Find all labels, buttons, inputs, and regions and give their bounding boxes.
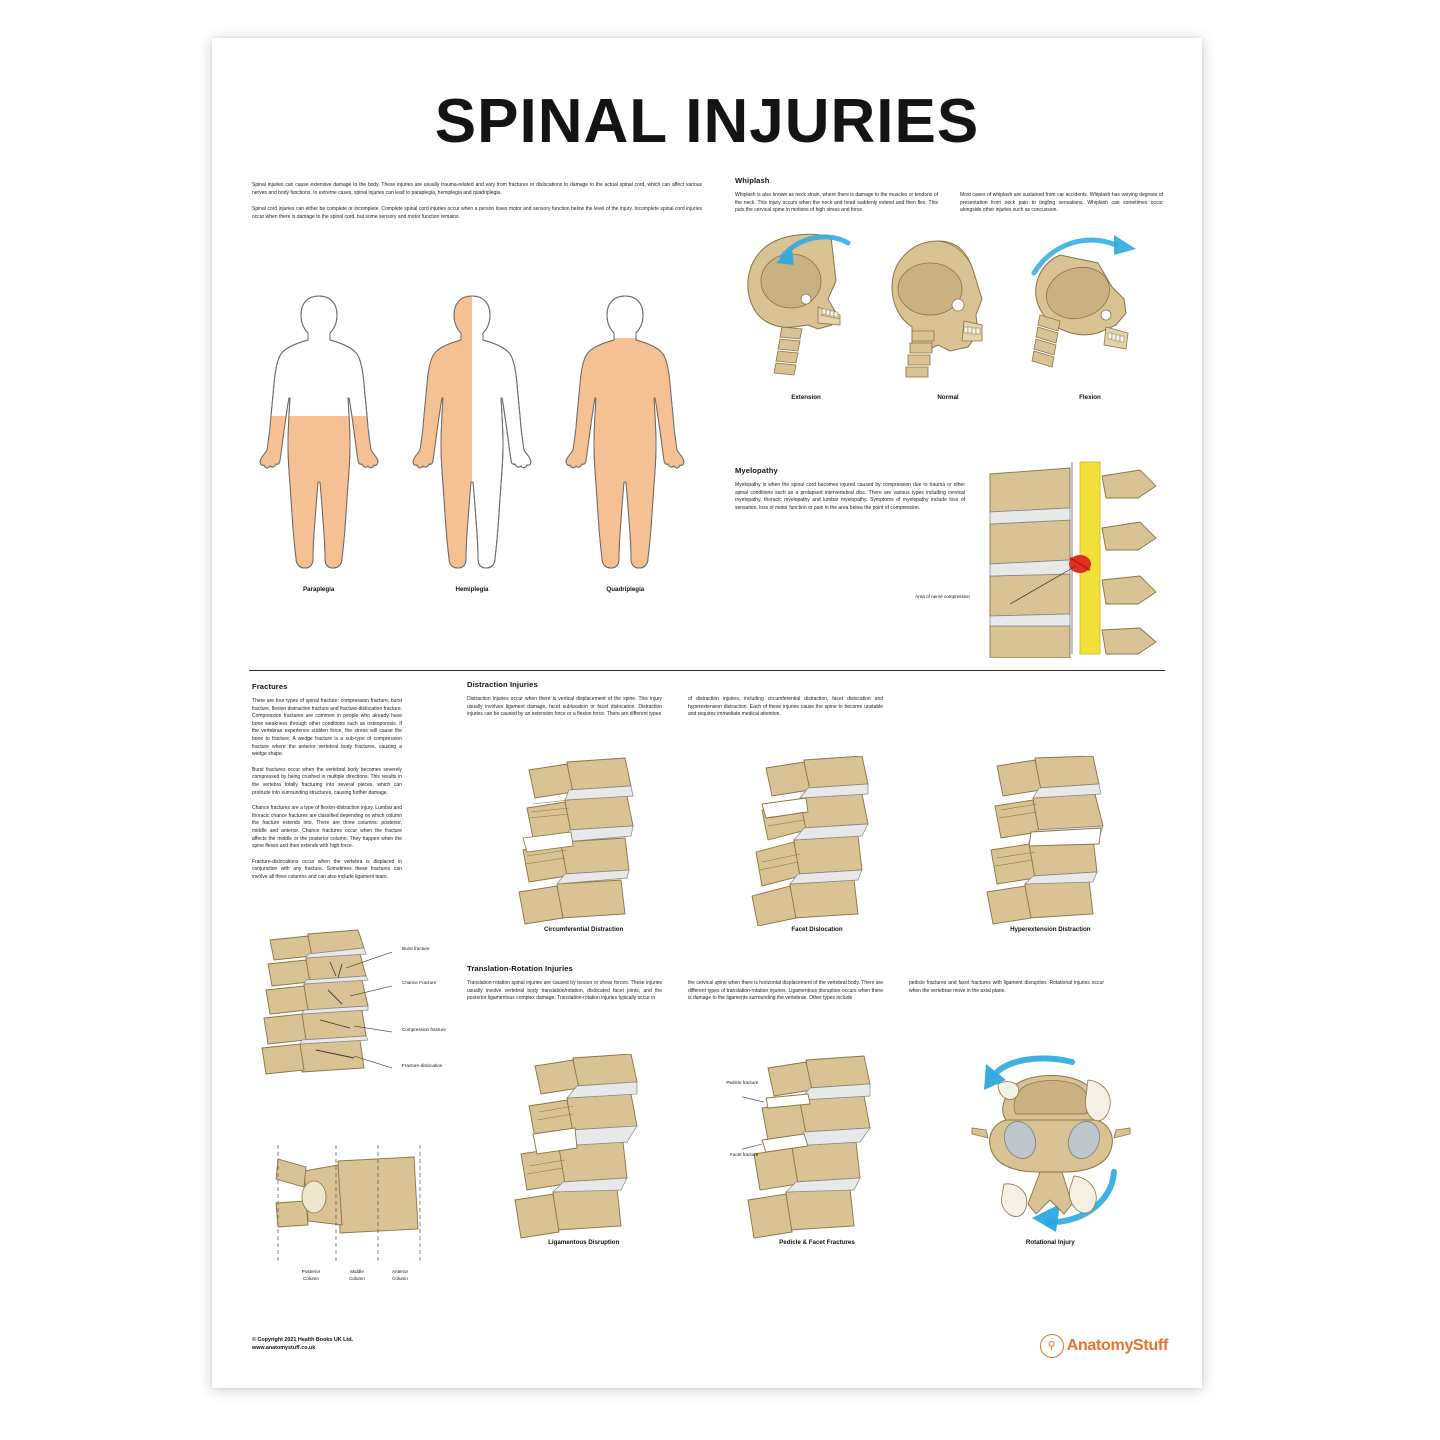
pedicle-fracture-callout: Pedicle fracture xyxy=(726,1080,759,1085)
fractures-heading: Fractures xyxy=(252,682,288,691)
logo-text: AnatomyStuff xyxy=(1066,1337,1169,1354)
body-figure-label: Paraplegia xyxy=(303,586,335,593)
fracture-leader-label: Fracture-dislocation xyxy=(402,1063,443,1068)
distraction-figure-label: Circumferential Distraction xyxy=(543,926,624,933)
cervical-spine-compression-diagram xyxy=(972,458,1172,659)
distraction-injuries-section: Distraction Injuries Distraction injurie… xyxy=(467,680,1167,719)
myelopathy-callout-label: Area of nerve compression xyxy=(915,594,970,599)
skull-extension-diagram xyxy=(747,233,851,376)
body-figure-label: Quadriplegia xyxy=(606,586,645,593)
fracture-leader-label: Chance Fracture xyxy=(402,980,437,985)
translation-text-col1: Translation-rotation spinal injuries are… xyxy=(467,980,662,1002)
distraction-heading: Distraction Injuries xyxy=(467,680,538,689)
body-figure-label: Hemiplegia xyxy=(455,586,489,593)
intro-paragraph-1: Spinal injuries can cause extensive dama… xyxy=(252,182,702,196)
fracture-leader-label: Compression fracture xyxy=(402,1027,446,1032)
translation-text-col3: pedicle fractures and facet fractures wi… xyxy=(909,980,1104,994)
skull-normal-diagram xyxy=(891,240,983,378)
ligamentous-disruption-diagram xyxy=(514,1054,638,1239)
translation-text-col2: the cervical spine when there is horizon… xyxy=(688,980,883,1002)
translation-figure-pedicle-facet: Pedicle fracture Facet fracture Pedicle … xyxy=(700,1054,933,1246)
distraction-figures-row: Circumferential Distraction xyxy=(467,756,1167,933)
body-figure-hemiplegia: Hemiplegia xyxy=(395,288,548,593)
page-title: SPINAL INJURIES xyxy=(434,87,980,156)
copyright-line-2[interactable]: www.anatomystuff.co.uk xyxy=(252,1345,316,1351)
myelopathy-section: Myelopathy Myelopathy is when the spinal… xyxy=(735,466,965,512)
whiplash-figure-label: Extension xyxy=(791,393,821,401)
whiplash-text-col2: Most cases of whiplash are sustained fro… xyxy=(960,192,1163,214)
fractures-paragraph-1: There are four types of spinal fracture:… xyxy=(252,698,402,758)
fracture-spine-diagram-wrap: Burst fracture Chance Fracture Compressi… xyxy=(250,928,465,1118)
lateral-spine-fracture-diagram xyxy=(261,929,393,1075)
fracture-leader-label: Burst fracture xyxy=(402,946,430,951)
anatomystuff-logo[interactable]: ⚲ AnatomyStuff xyxy=(1039,1334,1169,1358)
fractures-paragraph-3: Chance fractures are a type of flexion-d… xyxy=(252,805,402,850)
distraction-figure-label: Facet Dislocation xyxy=(791,926,843,933)
fractures-paragraph-2: Burst fractures occur when the vertebral… xyxy=(252,766,402,796)
column-label-posterior: Posterior Column xyxy=(301,1269,321,1281)
fractures-section: Fractures There are four types of spinal… xyxy=(252,682,402,889)
distraction-figure-facet: Facet Dislocation xyxy=(700,756,933,933)
three-column-diagram-wrap: Posterior Column Middle Column Anterior … xyxy=(260,1143,460,1293)
distraction-figure-hyperextension: Hyperextension Distraction xyxy=(934,756,1167,933)
body-figures-group: Paraplegia Hemiplegia Quadriplegia xyxy=(242,288,702,593)
distraction-text-col1: Distraction injuries occur when there is… xyxy=(467,696,662,718)
translation-figure-ligamentous: Ligamentous Disruption xyxy=(467,1054,700,1246)
logo-mark-icon: ⚲ xyxy=(1039,1334,1064,1358)
paraplegia-diagram xyxy=(259,295,378,569)
rotational-injury-diagram xyxy=(971,1055,1131,1232)
facet-fracture-callout: Facet fracture xyxy=(729,1152,759,1157)
section-divider xyxy=(249,670,1165,671)
body-figure-paraplegia: Paraplegia xyxy=(242,288,395,593)
whiplash-figure-label: Flexion xyxy=(1079,393,1101,401)
hemiplegia-diagram xyxy=(412,295,532,569)
fractures-paragraph-4: Fracture-dislocations occur when the ver… xyxy=(252,858,402,880)
column-label-middle: Middle Column xyxy=(349,1269,365,1281)
distraction-figure-label: Hyperextension Distraction xyxy=(1010,926,1091,933)
copyright-line-1: © Copyright 2021 Health Books UK Ltd. xyxy=(252,1337,354,1343)
myelopathy-heading: Myelopathy xyxy=(735,466,778,475)
skull-flexion-diagram xyxy=(1031,234,1136,368)
pedicle-facet-fractures-diagram xyxy=(741,1055,871,1239)
whiplash-figure-extension: Extension xyxy=(735,229,877,401)
translation-figure-label: Ligamentous Disruption xyxy=(548,1239,620,1246)
translation-heading: Translation-Rotation Injuries xyxy=(467,964,573,973)
translation-figures-row: Ligamentous Disruption xyxy=(467,1054,1167,1246)
myelopathy-text: Myelopathy is when the spinal cord becom… xyxy=(735,482,965,511)
poster-sheet: SPINAL INJURIES Spinal injuries can caus… xyxy=(212,38,1202,1388)
whiplash-figure-label: Normal xyxy=(937,393,959,401)
intro-text-block: Spinal injuries can cause extensive dama… xyxy=(252,182,702,230)
intro-paragraph-2: Spinal cord injuries can either be compl… xyxy=(252,206,702,220)
quadriplegia-diagram xyxy=(566,295,685,569)
whiplash-heading: Whiplash xyxy=(735,176,770,185)
vertebra-three-column-diagram xyxy=(275,1145,421,1261)
whiplash-figure-flexion: Flexion xyxy=(1019,229,1161,401)
translation-figure-rotational: Rotational Injury xyxy=(934,1054,1167,1246)
whiplash-text-col1: Whiplash is also known as neck strain, w… xyxy=(735,192,938,214)
whiplash-section: Whiplash Whiplash is also known as neck … xyxy=(735,176,1163,401)
copyright-block: © Copyright 2021 Health Books UK Ltd. ww… xyxy=(252,1336,353,1352)
translation-rotation-section: Translation-Rotation Injuries Translatio… xyxy=(467,964,1167,1003)
translation-figure-label: Rotational Injury xyxy=(1025,1239,1075,1246)
distraction-text-col2: of distraction injuries, including circu… xyxy=(688,696,883,718)
body-figure-quadriplegia: Quadriplegia xyxy=(549,288,702,593)
circumferential-distraction-diagram xyxy=(518,757,634,925)
facet-dislocation-diagram xyxy=(751,756,869,926)
column-label-anterior: Anterior Column xyxy=(391,1269,409,1281)
translation-figure-label: Pedicle & Facet Fractures xyxy=(779,1239,855,1246)
hyperextension-distraction-diagram xyxy=(986,756,1104,925)
myelopathy-diagram: Area of nerve compression xyxy=(915,458,1172,659)
distraction-figure-circumferential: Circumferential Distraction xyxy=(467,756,700,933)
whiplash-figure-normal: Normal xyxy=(877,229,1019,401)
